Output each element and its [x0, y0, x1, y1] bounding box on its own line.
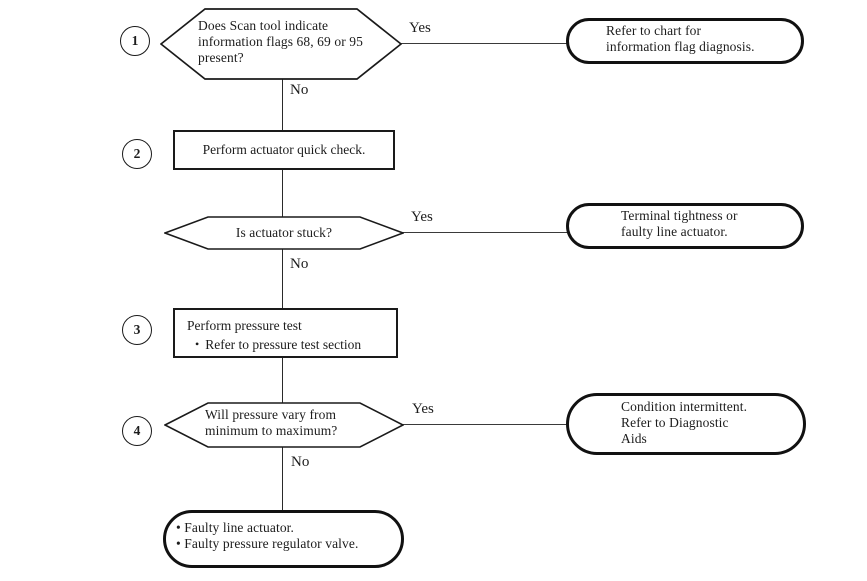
result-2-text: Terminal tightness or faulty line actuat…	[621, 208, 738, 239]
step-4-circle: 4	[122, 416, 152, 446]
action-2-text: Perform actuator quick check.	[202, 142, 366, 157]
connector-no-2	[282, 249, 283, 309]
action-3-box: Perform pressure test • Refer to pressure…	[173, 308, 398, 358]
no-label-4: No	[291, 454, 310, 470]
bullet-icon: •	[195, 337, 200, 351]
decision-4-text: Will pressure vary from minimum to maxim…	[205, 407, 338, 438]
yes-label-2: Yes	[411, 209, 433, 225]
action-3-line2: • Refer to pressure test section	[175, 334, 396, 353]
step-4-number: 4	[133, 423, 141, 438]
connector-step2-to-decision2	[282, 169, 283, 217]
step-3-number: 3	[133, 322, 141, 337]
result-4-text: Condition intermittent. Refer to Diagnos…	[621, 399, 748, 446]
connector-step3-to-decision4	[282, 357, 283, 403]
step-2-number: 2	[133, 146, 141, 161]
connector-no-1	[282, 78, 283, 131]
action-3-line2-text: Refer to pressure test section	[205, 337, 362, 352]
final-oval	[163, 510, 404, 568]
result-oval-4	[566, 393, 806, 455]
connector-yes-1	[401, 43, 568, 44]
step-2-circle: 2	[122, 139, 152, 169]
connector-no-4	[282, 447, 283, 513]
decision-1-text: Does Scan tool indicate information flag…	[198, 18, 363, 65]
result-oval-1	[566, 18, 804, 64]
no-label-1: No	[290, 82, 309, 98]
step-1-circle: 1	[120, 26, 150, 56]
action-3-line1: Perform pressure test	[187, 318, 302, 333]
step-1-number: 1	[131, 33, 139, 48]
decision-1-hexagon	[160, 8, 402, 80]
decision-4-hexagon	[164, 402, 404, 448]
yes-label-4: Yes	[412, 401, 434, 417]
step-3-circle: 3	[122, 315, 152, 345]
decision-2-text: Is actuator stuck?	[235, 225, 333, 240]
no-label-2: No	[290, 256, 309, 272]
result-oval-2	[566, 203, 804, 249]
decision-2-hexagon	[164, 216, 404, 250]
final-text: • Faulty line actuator. • Faulty pressur…	[176, 520, 359, 551]
connector-yes-2	[402, 232, 568, 233]
connector-yes-4	[402, 424, 568, 425]
result-1-text: Refer to chart for information flag diag…	[606, 23, 755, 54]
action-2-box: Perform actuator quick check.	[173, 130, 395, 170]
yes-label-1: Yes	[409, 20, 431, 36]
